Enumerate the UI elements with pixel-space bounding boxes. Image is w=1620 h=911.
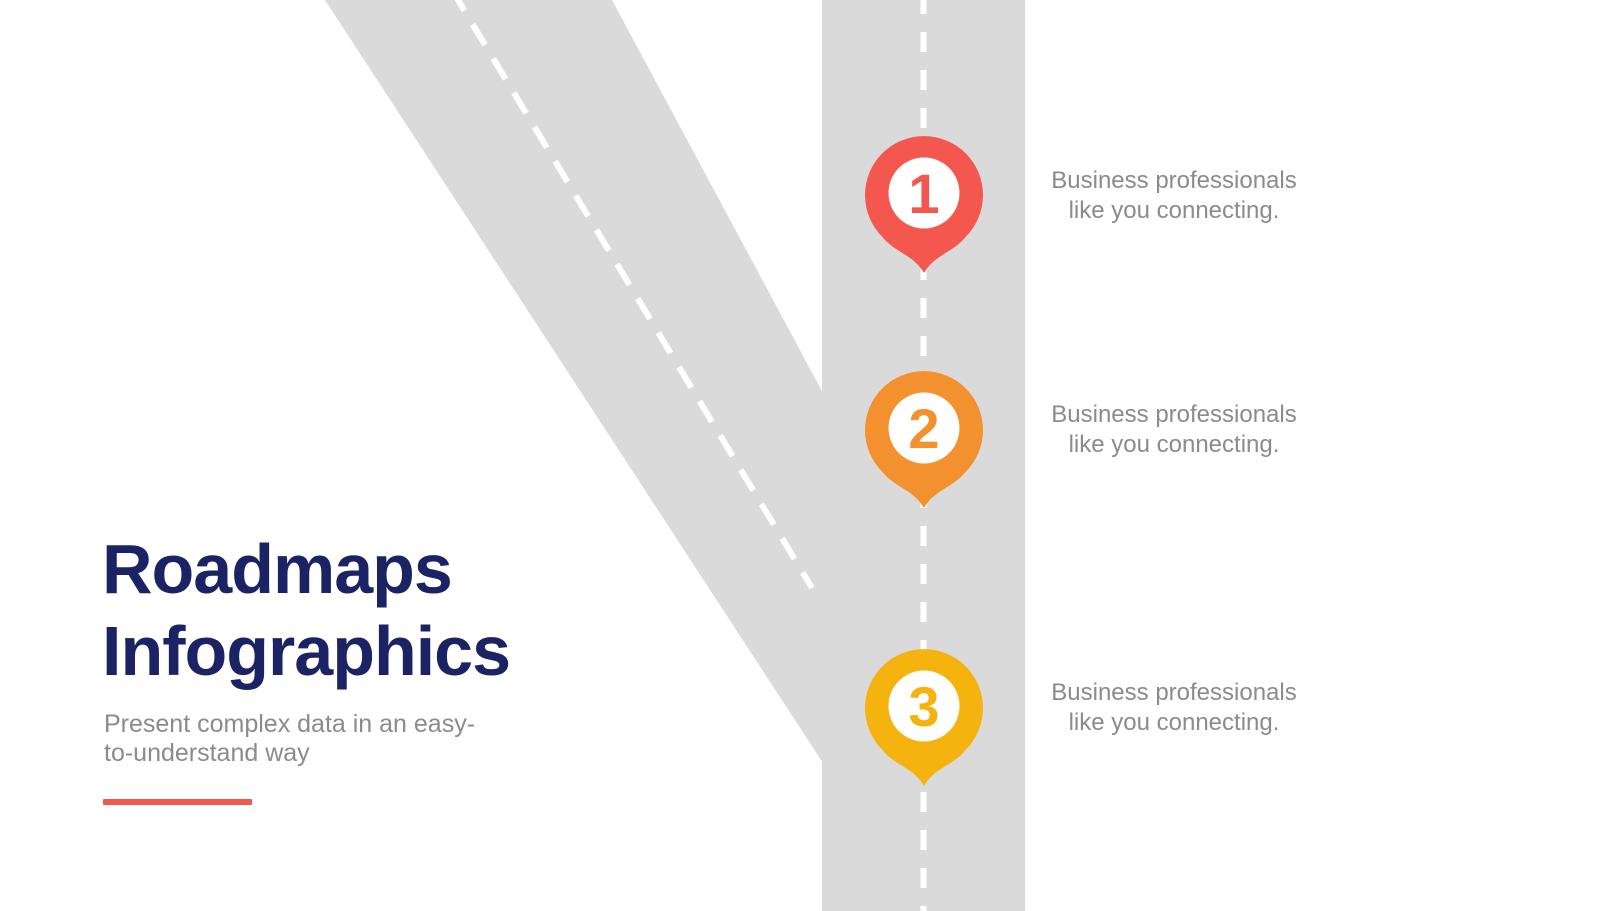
slide-title: Roadmaps Infographics (102, 528, 511, 692)
slide-subtitle: Present complex data in an easy- to-unde… (104, 710, 475, 767)
roadmap-step-1-text-line2: like you connecting. (1068, 197, 1280, 224)
map-pin-3-number: 3 (908, 675, 939, 738)
map-pin-2-inner-circle (888, 392, 960, 464)
title-accent-underline (103, 799, 252, 805)
map-pin-2: 2 (865, 371, 983, 508)
map-pin-2-number: 2 (908, 397, 939, 460)
roadmap-step-3-text: Business professionals like you connecti… (1014, 678, 1334, 738)
roadmap-step-3-text-line1: Business professionals (1051, 679, 1297, 706)
slide-title-line1: Roadmaps (102, 530, 453, 608)
slide-subtitle-line2: to-understand way (104, 738, 310, 767)
roadmap-step-2-text-line1: Business professionals (1051, 401, 1297, 428)
map-pin-3: 3 (865, 649, 983, 786)
roadmap-step-3-text-line2: like you connecting. (1068, 709, 1280, 736)
slide-subtitle-line1: Present complex data in an easy- (104, 710, 476, 738)
roadmap-step-2-text: Business professionals like you connecti… (1014, 400, 1334, 460)
map-pin-3-inner-circle (888, 670, 960, 742)
map-pin-1-inner-circle (888, 157, 960, 229)
roadmap-step-1-text-line1: Business professionals (1051, 167, 1297, 194)
roadmap-step-2-text-line2: like you connecting. (1068, 431, 1280, 458)
map-pin-1-number: 1 (908, 162, 939, 225)
roadmap-step-1-text: Business professionals like you connecti… (1014, 166, 1334, 226)
map-pin-1: 1 (865, 136, 983, 273)
slide-title-line2: Infographics (102, 612, 511, 690)
road-branch-center-dashes (454, 0, 815, 590)
road-branch (325, 0, 823, 763)
